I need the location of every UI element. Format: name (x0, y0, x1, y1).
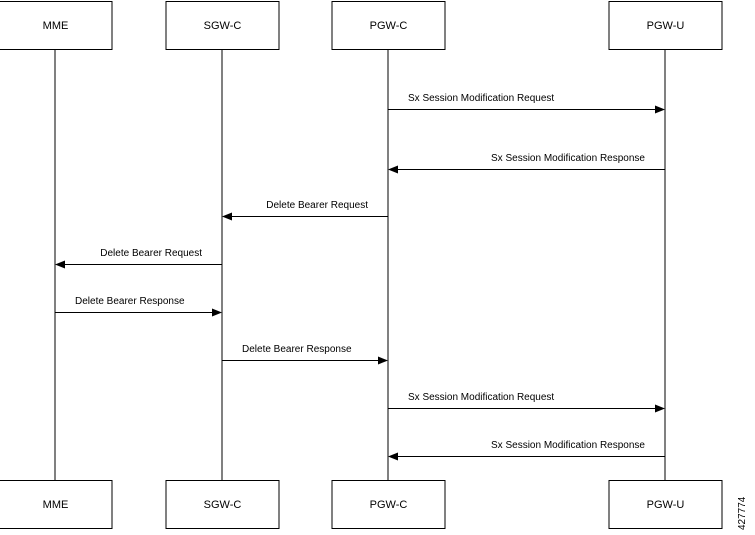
participant-label: PGW-U (647, 20, 685, 32)
participant-box (331, 1, 446, 50)
participant-box (0, 1, 113, 50)
message-label: Delete Bearer Response (242, 344, 352, 355)
arrowhead (222, 212, 232, 221)
participant-top-mme: MME (0, 1, 113, 50)
message-2: Sx Session Modification Response (388, 153, 665, 174)
message-label: Delete Bearer Response (75, 296, 185, 307)
participant-label: MME (43, 20, 69, 32)
participant-label: SGW-C (204, 499, 242, 511)
arrowhead (655, 404, 665, 413)
participant-label: PGW-C (370, 499, 408, 511)
arrowhead (212, 308, 222, 317)
participant-box (0, 480, 113, 529)
message-5: Delete Bearer Response (55, 296, 222, 317)
message-label: Sx Session Modification Response (491, 440, 645, 451)
participant-top-pgwu: PGW-U (608, 1, 723, 50)
message-3: Delete Bearer Request (222, 200, 388, 221)
participant-bottom-mme: MME (0, 480, 113, 529)
message-8: Sx Session Modification Response (388, 440, 665, 461)
figure-id: 427774 (737, 496, 748, 530)
message-label: Sx Session Modification Response (491, 153, 645, 164)
message-6: Delete Bearer Response (222, 344, 388, 365)
participant-top-sgwc: SGW-C (165, 1, 280, 50)
participant-box (165, 480, 280, 529)
participant-label: MME (43, 499, 69, 511)
arrowhead (388, 165, 398, 174)
participant-box (608, 1, 723, 50)
message-7: Sx Session Modification Request (388, 392, 665, 413)
arrowhead (378, 356, 388, 365)
message-1: Sx Session Modification Request (388, 93, 665, 114)
participant-bottom-pgwc: PGW-C (331, 480, 446, 529)
arrowhead (55, 260, 65, 269)
message-4: Delete Bearer Request (55, 248, 222, 269)
message-label: Delete Bearer Request (100, 248, 202, 259)
participant-box (331, 480, 446, 529)
participant-label: SGW-C (204, 20, 242, 32)
participant-box (165, 1, 280, 50)
arrowhead (655, 105, 665, 114)
participant-box (608, 480, 723, 529)
message-label: Sx Session Modification Request (408, 392, 554, 403)
message-label: Sx Session Modification Request (408, 93, 554, 104)
participant-bottom-sgwc: SGW-C (165, 480, 280, 529)
participant-boxes: MME MME SGW-C SGW-C PGW-C PGW-C PGW-U PGW-U (0, 1, 723, 529)
participant-top-pgwc: PGW-C (331, 1, 446, 50)
participant-bottom-pgwu: PGW-U (608, 480, 723, 529)
message-label: Delete Bearer Request (266, 200, 368, 211)
participant-label: PGW-U (647, 499, 685, 511)
participant-label: PGW-C (370, 20, 408, 32)
messages: Sx Session Modification Request Sx Sessio… (55, 93, 665, 461)
arrowhead (388, 452, 398, 461)
